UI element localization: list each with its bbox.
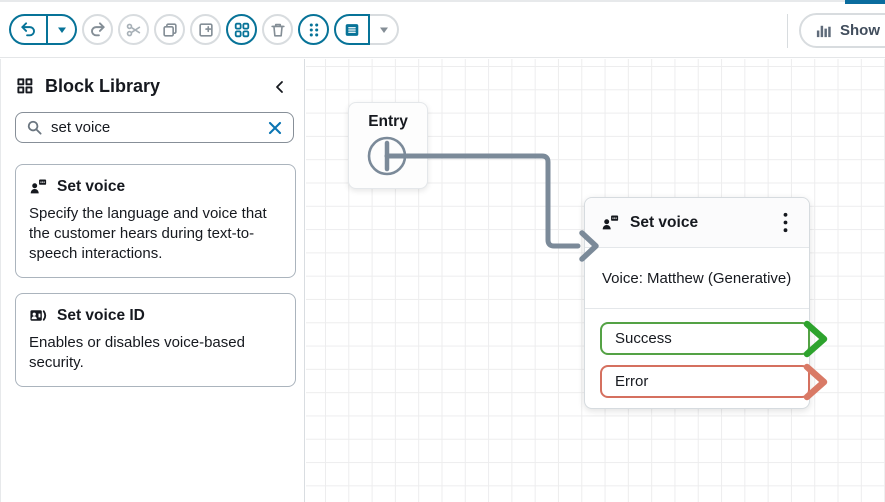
caret-down-icon [379,27,388,33]
blocks-grid-icon [17,78,33,94]
block-library-header: Block Library [1,59,304,97]
collapse-panel-button[interactable] [272,79,288,95]
copy-icon [162,22,177,37]
arrange-blocks-button[interactable] [226,14,257,45]
person-chat-icon [602,215,619,230]
redo-icon [91,22,105,37]
panel-list-icon [345,23,359,36]
block-card-set-voice-id[interactable]: Set voice ID Enables or disables voice-b… [15,293,296,387]
branch-error[interactable]: Error [600,363,828,400]
kebab-menu-icon [783,212,787,233]
block-search-input[interactable] [51,119,259,136]
close-icon [268,121,282,134]
caret-down-icon [57,27,66,33]
redo-button[interactable] [82,14,113,45]
block-search-box [15,112,294,143]
branch-label: Error [615,373,649,390]
paste-icon [198,22,213,37]
show-metrics-button[interactable]: Show M [799,13,885,48]
set-voice-node[interactable]: Set voice Voice: Matthew (Generative) Su… [584,197,828,409]
panel-menu-button[interactable] [370,14,399,45]
branch-label: Success [615,330,672,347]
chevron-left-icon [276,80,283,93]
node-detail: Voice: Matthew (Generative) [585,248,809,309]
panel-title: Block Library [45,76,161,96]
top-border [0,0,885,2]
undo-button[interactable] [9,14,47,45]
block-card-title: Set voice [57,177,126,195]
toolbar-divider [787,14,788,48]
toggle-panel-button[interactable] [334,14,370,45]
copy-button[interactable] [154,14,185,45]
panel-button-group [334,14,399,45]
trash-icon [270,23,285,37]
flow-toolbar: Show M [0,2,885,58]
block-card-set-voice[interactable]: Set voice Specify the language and voice… [15,164,296,278]
undo-icon [21,22,35,37]
block-library-panel: Block Library Set voice Specify the lang… [0,59,305,502]
flow-canvas[interactable]: Entry Set voice Voice: Matthew (Generati… [306,59,885,502]
search-icon [27,120,42,135]
undo-button-group [9,14,77,45]
block-card-title-row: Set voice ID [29,306,282,325]
top-accent-bar [845,0,885,4]
drag-dots-icon [309,23,318,36]
entry-label: Entry [368,113,408,130]
clear-search-button[interactable] [267,120,283,136]
voice-id-icon [30,310,47,321]
block-card-title: Set voice ID [57,306,145,324]
undo-menu-button[interactable] [47,14,77,45]
branch-output-arrow-icon[interactable] [803,360,830,404]
branch-output-arrow-icon[interactable] [803,317,830,361]
person-chat-icon [30,179,47,194]
block-card-description: Enables or disables voice-based security… [29,334,245,371]
node-branches: Success Error [585,309,828,400]
blocks-grid-icon [234,22,249,37]
paste-button[interactable] [190,14,221,45]
node-title: Set voice [630,213,699,231]
node-menu-button[interactable] [771,207,799,239]
show-metrics-label: Show M [840,22,885,39]
block-card-title-row: Set voice [29,177,282,196]
entry-block[interactable]: Entry [348,102,428,189]
node-header[interactable]: Set voice [585,198,809,248]
block-card-description: Specify the language and voice that the … [29,205,267,262]
branch-success[interactable]: Success [600,320,828,357]
delete-button[interactable] [262,14,293,45]
drag-handle-button[interactable] [298,14,329,45]
bar-chart-icon [816,25,831,38]
scissors-icon [126,23,140,36]
cut-button[interactable] [118,14,149,45]
